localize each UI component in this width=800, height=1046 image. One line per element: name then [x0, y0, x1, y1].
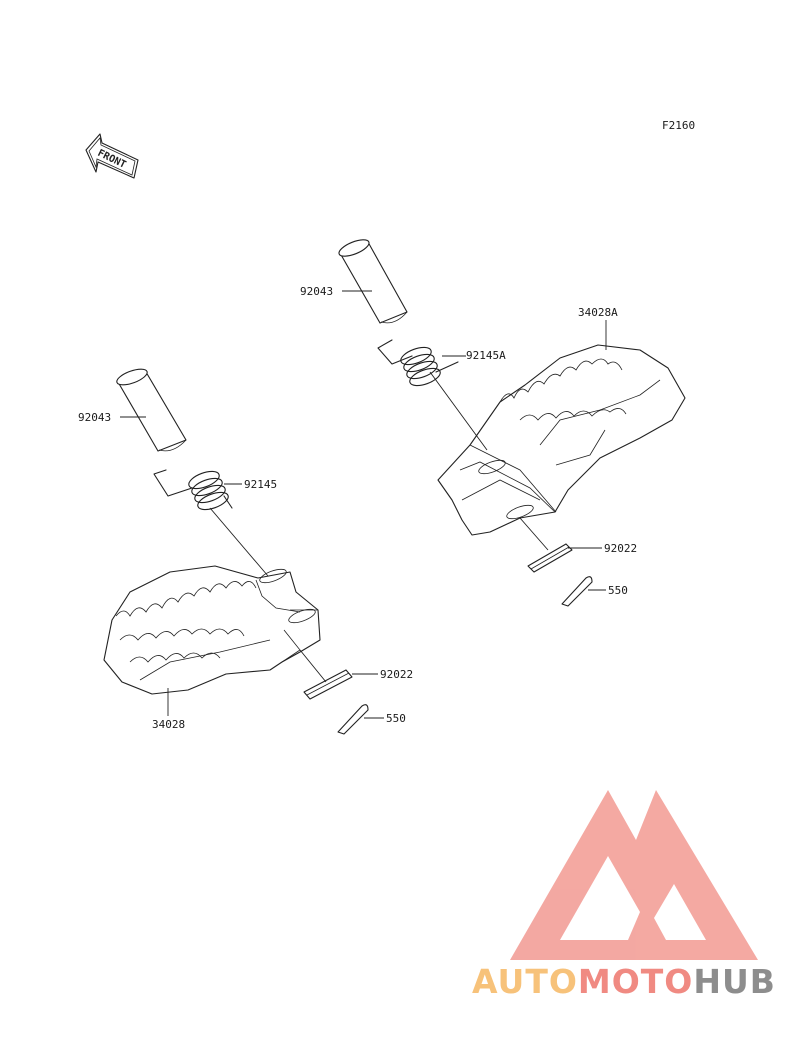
callout-92022-left: 92022: [380, 668, 413, 681]
pivot-pin-left: [116, 368, 187, 452]
footpeg-left: [103, 565, 321, 695]
callout-550-right: 550: [608, 584, 628, 597]
front-arrow-icon: FRONT: [85, 133, 139, 179]
watermark-part-moto: MOTO: [577, 962, 694, 1001]
cotter-pin-right: [561, 576, 593, 607]
return-spring-right: [377, 339, 459, 387]
figure-code: F2160: [662, 119, 695, 132]
callout-92022-right: 92022: [604, 542, 637, 555]
cotter-pin-left: [337, 704, 369, 735]
watermark-brand: AUTOMOTOHUB: [472, 962, 776, 1001]
callout-550-left: 550: [386, 712, 406, 725]
callout-92043-left: 92043: [78, 411, 111, 424]
callout-92043-right: 92043: [300, 285, 333, 298]
callout-92145: 92145: [244, 478, 277, 491]
callout-34028: 34028: [152, 718, 185, 731]
pivot-pin-right: [338, 239, 408, 324]
watermark-part-hub: HUB: [693, 962, 776, 1001]
callout-34028a: 34028A: [578, 306, 618, 319]
washer-left: [303, 669, 353, 700]
washer-right: [527, 543, 573, 573]
watermark-part-auto: AUTO: [472, 962, 578, 1001]
footpeg-right: [437, 344, 686, 536]
leader-lines: [120, 290, 607, 719]
return-spring-left: [153, 469, 233, 511]
callout-92145a: 92145A: [466, 349, 506, 362]
automotohub-logo-icon: [510, 790, 758, 960]
